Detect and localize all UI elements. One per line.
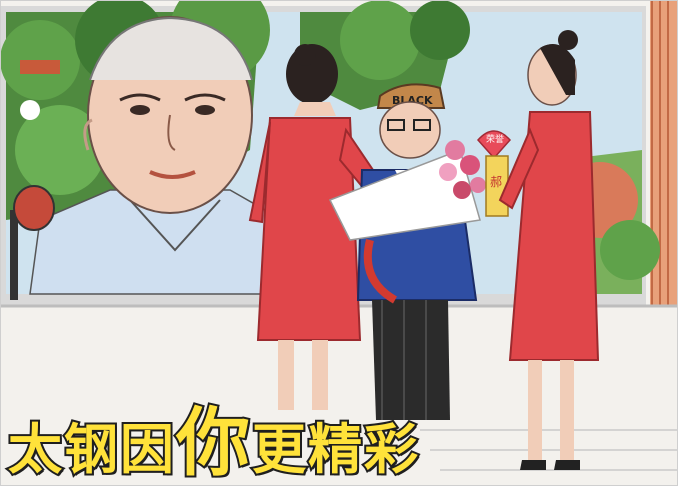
title-text: 太钢因你更精彩 — [0, 404, 420, 486]
title-char-4: 你 — [174, 400, 252, 486]
hostess-right — [498, 30, 600, 470]
title-char-3: 因 — [118, 418, 176, 481]
title-char-5: 更 — [250, 418, 308, 481]
screen-portrait — [29, 16, 322, 295]
bouquet — [328, 140, 486, 241]
microphone-icon — [10, 185, 55, 300]
title-banner: 太钢因你更精彩 — [0, 400, 500, 486]
title-char-2: 钢 — [62, 418, 120, 481]
title-char-7: 彩 — [362, 418, 420, 481]
plaque-text: 郝 — [490, 175, 502, 189]
title-char-6: 精 — [306, 418, 364, 481]
title-char-1: 太 — [6, 418, 64, 481]
certificate-text: 荣誉 — [486, 133, 504, 145]
